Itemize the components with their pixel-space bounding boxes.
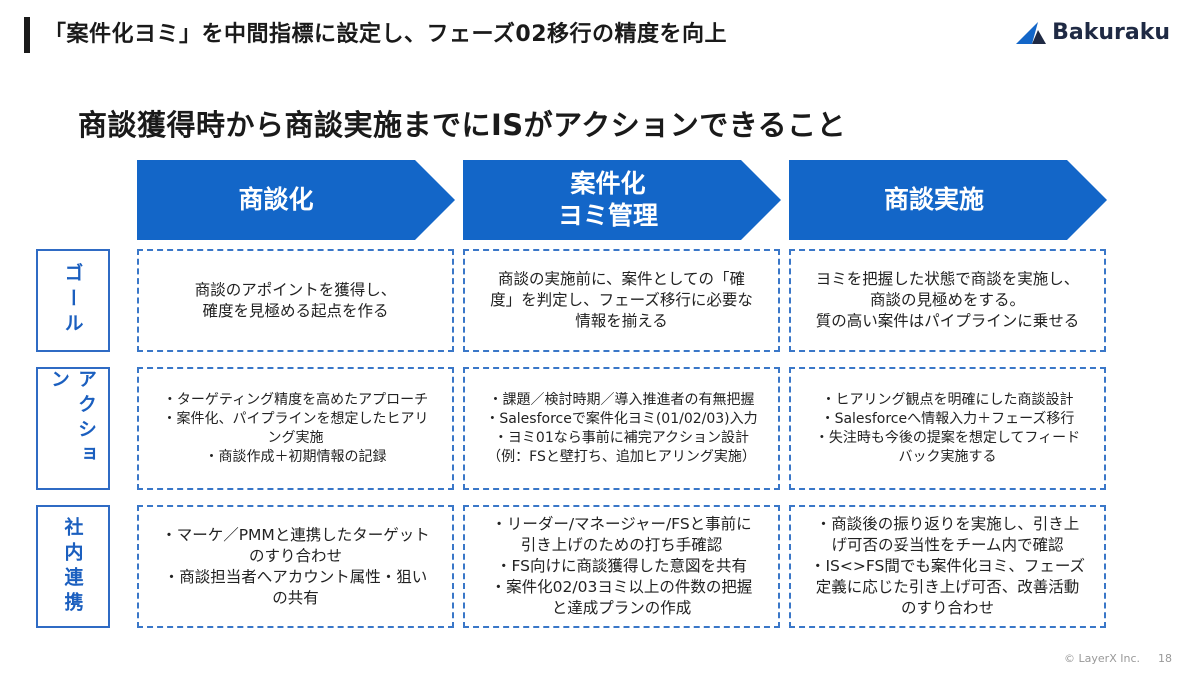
goal-cell-1: 商談のアポイントを獲得し、 確度を見極める起点を作る	[137, 249, 454, 352]
page-number: 18	[1158, 652, 1172, 665]
copyright: © LayerX Inc.	[1064, 652, 1140, 665]
bakuraku-logo: Bakuraku	[1016, 20, 1170, 45]
slide-subtitle: 商談獲得時から商談実施までにISがアクションできること	[78, 108, 847, 142]
chevron-arrow-shape	[463, 160, 781, 240]
logo-text: Bakuraku	[1052, 20, 1170, 45]
action-cell-2: ・課題／検討時期／導入推進者の有無把握 ・Salesforceで案件化ヨミ(01…	[463, 367, 780, 490]
row-label-action: アクション	[36, 367, 110, 490]
chevron-arrow-shape	[789, 160, 1107, 240]
slide-title: 「案件化ヨミ」を中間指標に設定し、フェーズ02移行の精度を向上	[44, 22, 728, 47]
action-cell-1: ・ターゲティング精度を高めたアプローチ ・案件化、パイプラインを想定したヒアリ …	[137, 367, 454, 490]
collab-cell-3: ・商談後の振り返りを実施し、引き上 げ可否の妥当性をチーム内で確認 ・IS<>F…	[789, 505, 1106, 628]
phase-arrow-3: 商談実施	[789, 160, 1107, 240]
phase-label: 商談実施	[883, 185, 984, 214]
row-label-internal-collaboration: 社内連携	[36, 505, 110, 628]
phase-arrow-1: 商談化	[137, 160, 455, 240]
row-label-goal: ゴール	[36, 249, 110, 352]
goal-cell-2: 商談の実施前に、案件としての「確 度」を判定し、フェーズ移行に必要な 情報を揃え…	[463, 249, 780, 352]
phase-label: 案件化 ヨミ管理	[557, 169, 658, 230]
action-cell-3: ・ヒアリング観点を明確にした商談設計 ・Salesforceへ情報入力＋フェーズ…	[789, 367, 1106, 490]
footer: © LayerX Inc. 18	[1064, 652, 1172, 665]
header-accent-bar	[24, 17, 30, 53]
phase-label: 商談化	[238, 185, 314, 214]
collab-cell-1: ・マーケ／PMMと連携したターゲット のすり合わせ ・商談担当者へアカウント属性…	[137, 505, 454, 628]
bakuraku-logo-icon	[1016, 21, 1047, 44]
goal-cell-3: ヨミを把握した状態で商談を実施し、 商談の見極めをする。 質の高い案件はパイプラ…	[789, 249, 1106, 352]
phase-arrow-2: 案件化 ヨミ管理	[463, 160, 781, 240]
collab-cell-2: ・リーダー/マネージャー/FSと事前に 引き上げのための打ち手確認 ・FS向けに…	[463, 505, 780, 628]
chevron-arrow-shape	[137, 160, 455, 240]
